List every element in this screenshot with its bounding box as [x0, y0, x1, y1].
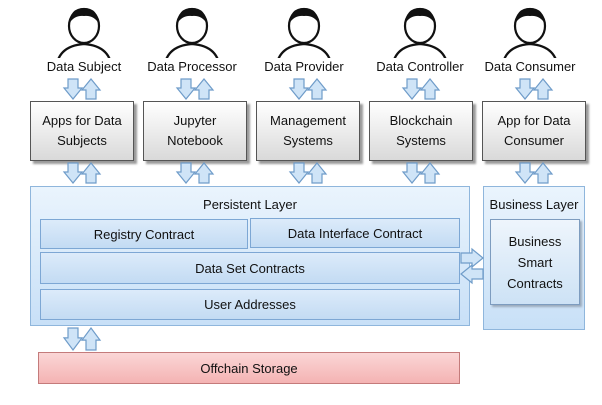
persistent-layer: Persistent Layer Registry Contract Data … [30, 186, 470, 326]
role-label-3: Data Provider [260, 58, 348, 76]
business-layer-title: Business Layer [489, 197, 579, 212]
bidirectional-arrow-icon [288, 162, 328, 184]
bidirectional-arrow-icon [175, 162, 215, 184]
user-addresses: User Addresses [40, 289, 460, 320]
registry-contract: Registry Contract [40, 219, 248, 249]
bidirectional-arrow-icon [401, 162, 441, 184]
bidirectional-arrow-icon [460, 247, 484, 285]
role-label-4: Data Controller [370, 58, 470, 76]
bidirectional-arrow-icon [514, 78, 554, 100]
bidirectional-arrow-icon [62, 326, 102, 352]
offchain-storage: Offchain Storage [38, 352, 460, 384]
role-label-5: Data Consumer [481, 58, 579, 76]
bidirectional-arrow-icon [175, 78, 215, 100]
app-box-data-subjects: Apps for Data Subjects [30, 101, 134, 161]
bidirectional-arrow-icon [514, 162, 554, 184]
role-label-1: Data Subject [42, 58, 126, 76]
bidirectional-arrow-icon [62, 78, 102, 100]
persistent-layer-title: Persistent Layer [203, 197, 297, 212]
bidirectional-arrow-icon [288, 78, 328, 100]
business-layer: Business Layer Business Smart Contracts [483, 186, 585, 330]
data-interface-contract: Data Interface Contract [250, 218, 460, 248]
data-set-contracts: Data Set Contracts [40, 252, 460, 284]
bidirectional-arrow-icon [401, 78, 441, 100]
role-label-2: Data Processor [144, 58, 240, 76]
app-box-data-consumer: App for Data Consumer [482, 101, 586, 161]
app-box-blockchain-systems: Blockchain Systems [369, 101, 473, 161]
business-smart-contracts: Business Smart Contracts [490, 219, 580, 305]
app-box-management-systems: Management Systems [256, 101, 360, 161]
app-box-jupyter-notebook: Jupyter Notebook [143, 101, 247, 161]
bidirectional-arrow-icon [62, 162, 102, 184]
